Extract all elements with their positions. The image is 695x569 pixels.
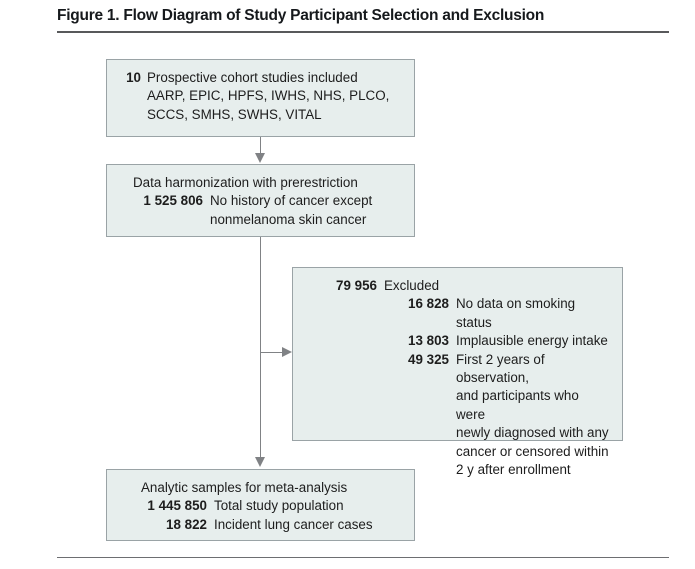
analytic-count: 1 445 850 — [147, 498, 207, 514]
excluded-reason-count: 16 828 — [408, 296, 449, 312]
excluded-reason-row: 16 828 No data on smoking status — [305, 295, 610, 332]
excluded-reason-row: 13 803 Implausible energy intake — [305, 332, 610, 350]
arrow-down-icon — [255, 153, 265, 163]
flow-box-excluded-content: 79 956 Excluded 16 828 No data on smokin… — [293, 268, 622, 487]
excluded-reason-label: Implausible energy intake — [456, 333, 608, 349]
excluded-reason-label: First 2 years of observation, and partic… — [456, 351, 609, 478]
flow-box-cohorts-content: 10 Prospective cohort studies included A… — [107, 60, 414, 132]
cohorts-count-row: 10 Prospective cohort studies included — [119, 69, 402, 87]
arrow-down-icon — [255, 457, 265, 467]
figure-rule-bottom — [57, 557, 669, 558]
harmonization-count-row: 1 525 806 No history of cancer except — [119, 192, 402, 210]
cohorts-list: AARP, EPIC, HPFS, IWHS, NHS, PLCO, SCCS,… — [147, 88, 390, 122]
cohorts-label: Prospective cohort studies included — [147, 70, 358, 85]
flow-box-harmonization-content: Data harmonization with prerestriction 1… — [107, 165, 414, 237]
analytic-label: Incident lung cancer cases — [214, 516, 373, 532]
excluded-reason-row: 49 325 First 2 years of observation, and… — [305, 351, 610, 480]
analytic-count: 18 822 — [166, 516, 207, 532]
connector-branch-to-excluded — [260, 352, 284, 354]
harmonization-count: 1 525 806 — [143, 193, 203, 209]
excluded-reason-count: 13 803 — [408, 333, 449, 349]
flow-box-excluded: 79 956 Excluded 16 828 No data on smokin… — [292, 267, 623, 477]
excluded-reason-count: 49 325 — [408, 351, 449, 367]
connector-cohorts-to-harmonization — [260, 137, 262, 155]
excluded-reason-label: No data on smoking status — [456, 296, 576, 330]
page-title: Figure 1. Flow Diagram of Study Particip… — [57, 7, 545, 24]
connector-harmonization-to-analytic — [260, 237, 262, 459]
flow-box-cohorts: 10 Prospective cohort studies included A… — [106, 59, 415, 137]
flow-box-analytic: Analytic samples for meta-analysis 1 445… — [106, 469, 415, 541]
excluded-count-row: 79 956 Excluded — [305, 277, 610, 295]
cohorts-count: 10 — [126, 70, 141, 85]
harmonization-label: No history of cancer except — [210, 193, 373, 209]
arrow-right-icon — [282, 347, 292, 357]
excluded-label: Excluded — [384, 278, 440, 293]
harmonization-header: Data harmonization with prerestriction — [133, 175, 358, 190]
flow-box-analytic-content: Analytic samples for meta-analysis 1 445… — [107, 470, 414, 542]
analytic-header: Analytic samples for meta-analysis — [141, 480, 348, 495]
analytic-row: 1 445 850 Total study population — [119, 497, 402, 515]
analytic-row: 18 822 Incident lung cancer cases — [119, 516, 402, 534]
analytic-label: Total study population — [214, 498, 344, 514]
title-rule-top — [57, 31, 669, 33]
excluded-count: 79 956 — [336, 278, 377, 293]
flow-box-harmonization: Data harmonization with prerestriction 1… — [106, 164, 415, 237]
harmonization-continuation: nonmelanoma skin cancer — [210, 211, 367, 227]
